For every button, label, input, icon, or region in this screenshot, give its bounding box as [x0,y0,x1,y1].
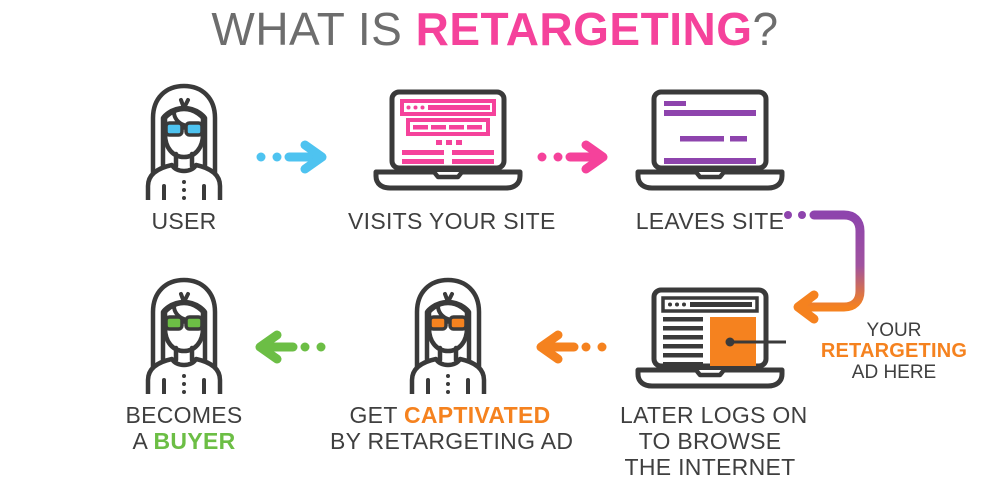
step-label-becomes-line1: BECOMES [125,402,243,428]
laptop-leaves-site-icon [634,88,786,197]
step-label-later-logs-on-line3: THE INTERNET [624,454,796,480]
step-label-later-logs-on-line1: LATER LOGS ON [620,402,808,428]
step-label-get-captivated-line1: GET CAPTIVATED [330,402,570,428]
step-label-becomes-a-buyer: BECOMES A BUYER [104,402,264,454]
laptop-visits-site-icon [372,88,524,197]
step-label-becomes-line2: A BUYER [104,428,264,454]
sunglasses-icon [428,315,468,331]
page-title-prefix: WHAT IS [211,3,416,55]
callout-line-1: YOUR [866,320,922,341]
becomes-highlight: BUYER [153,428,236,454]
arrow-leaves-to-logson [782,206,878,336]
step-label-leaves-site: LEAVES SITE [635,208,785,234]
callout-line-2: RETARGETING [820,340,968,362]
step-label-get-captivated: GET CAPTIVATED BY RETARGETING AD [330,402,574,454]
callout-retargeting-ad: YOUR RETARGETING AD HERE [806,320,982,383]
step-label-later-logs-on-line2: TO BROWSE [638,428,782,454]
sunglasses-icon [164,121,204,137]
becomes-prefix: A [132,428,154,454]
step-label-get-captivated-line2: BY RETARGETING AD [330,428,574,454]
person-captivated-icon [392,272,504,397]
step-label-visits-your-site: VISITS YOUR SITE [348,208,556,234]
sunglasses-icon [164,315,204,331]
arrow-user-to-site [255,140,327,179]
page-title-highlight: RETARGETING [415,3,753,55]
get-captivated-highlight: CAPTIVATED [403,402,551,428]
page-title-suffix: ? [752,3,779,55]
arrow-captivated-to-buyer [255,330,327,369]
step-label-later-logs-on: LATER LOGS ON TO BROWSE THE INTERNET [620,402,808,480]
step-label-user: USER [151,208,217,234]
arrow-site-to-leaves [536,140,608,179]
person-user-icon [128,78,240,203]
arrow-logson-to-captivated [536,330,608,369]
callout-line-3: AD HERE [851,362,937,383]
get-captivated-prefix: GET [349,402,404,428]
page-title: WHAT IS RETARGETING? [0,2,990,56]
person-buyer-icon [128,272,240,397]
laptop-retargeting-ad-icon [634,286,804,395]
